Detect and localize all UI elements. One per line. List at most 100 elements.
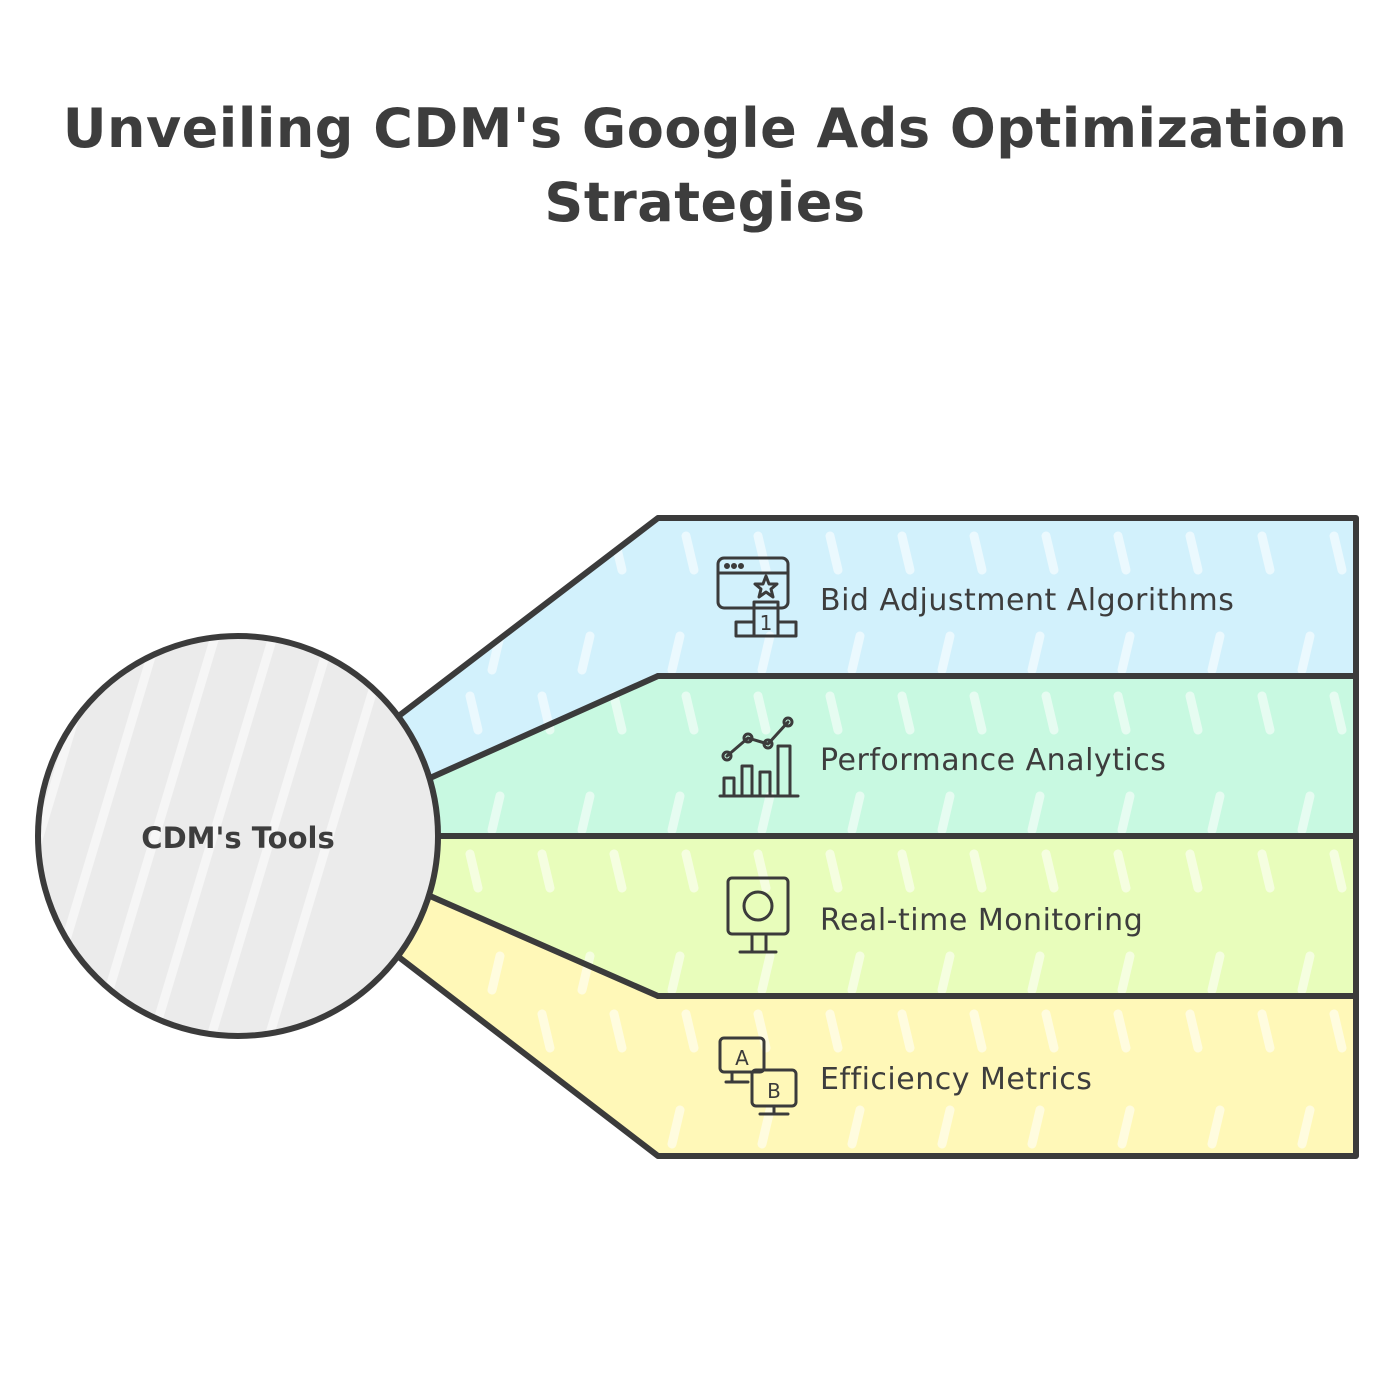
hatch-stroke [1297,951,1315,995]
hatch-stroke [897,691,915,735]
hatch-stroke [1113,1009,1131,1053]
hatch-stroke [1297,631,1315,675]
hatch-stroke [537,849,555,893]
hatch-stroke [465,1009,483,1053]
label-bid-adjustment-algorithms: Bid Adjustment Algorithms [820,583,1234,618]
hatch-stroke [847,791,865,835]
hatch-stroke [1207,951,1225,995]
center-circle-outline [35,633,441,1039]
hatch-stroke [847,631,865,675]
hatch-stroke [681,1009,699,1053]
hatch-stroke [825,531,843,575]
hatch-stroke [1041,531,1059,575]
hatch-stroke [487,951,505,995]
center-label: CDM's Tools [141,821,334,855]
line-bar-chart-icon [718,716,800,798]
hatch-stroke [1113,691,1131,735]
hatch-stroke [825,1009,843,1053]
band-outline-efficiency-metrics [397,955,1359,1159]
hatch-stroke [609,849,627,893]
ab-label-a: A [735,1046,749,1070]
hatch-stroke [1117,951,1135,995]
hatch-stroke [1185,691,1203,735]
hatch-stroke [1257,1009,1275,1053]
center-circle-fill [38,636,438,1036]
hatch-stroke [537,531,555,575]
hatch-stroke [205,636,335,1036]
hatch-stroke [1113,531,1131,575]
hatch-stroke [577,1105,595,1149]
hatch-stroke [937,951,955,995]
hatch-stroke [1027,951,1045,995]
band-outline-bid-adjustment [397,515,1359,781]
hatch-stroke [487,1105,505,1149]
hatch-stroke [1207,631,1225,675]
hatch-stroke [825,691,843,735]
hatch-stroke [897,849,915,893]
hatch-stroke [1041,691,1059,735]
band-fill-bid-adjustment [400,518,1356,778]
hatch-stroke [667,1105,685,1149]
hatch-stroke [757,791,775,835]
label-real-time-monitoring: Real-time Monitoring [820,903,1143,938]
hatch-stroke [1185,849,1203,893]
hatch-stroke [937,631,955,675]
hatch-stroke [609,691,627,735]
hatch-stroke [577,791,595,835]
hatch-stroke [1185,531,1203,575]
band-fills [400,518,1356,1156]
ab-test-icon: A B [718,1036,798,1116]
hatch-stroke [1297,1105,1315,1149]
hatch-stroke [937,791,955,835]
hatch-stroke [1041,849,1059,893]
hatch-stroke [1117,791,1135,835]
ab-label-b: B [767,1079,781,1103]
hatch-stroke [537,1009,555,1053]
hatch-stroke [577,951,595,995]
hatch-stroke [1329,691,1347,735]
hatch-stroke [937,1105,955,1149]
hatch-stroke [1257,691,1275,735]
hatch-stroke [1027,791,1045,835]
hatch-stroke [147,636,277,1036]
hatch-stroke [847,1105,865,1149]
hatch-stroke [609,1009,627,1053]
hatch-stroke [1117,1105,1135,1149]
hatch-stroke [753,531,771,575]
hatch-stroke [487,791,505,835]
hatch-stroke [1041,1009,1059,1053]
center-node: CDM's Tools [35,633,441,1039]
hatch-stroke [465,849,483,893]
band-hatching [465,531,1347,1149]
ranking-podium-icon: 1 [716,556,798,638]
hatch-stroke [1329,849,1347,893]
hatch-stroke [609,531,627,575]
hatch-stroke [577,631,595,675]
hatch-stroke [969,1009,987,1053]
label-efficiency-metrics: Efficiency Metrics [820,1062,1092,1097]
label-performance-analytics: Performance Analytics [820,743,1166,778]
hatch-stroke [1117,631,1135,675]
hatch-stroke [969,531,987,575]
hatch-stroke [969,691,987,735]
hatch-stroke [825,849,843,893]
hatch-stroke [667,791,685,835]
hatch-stroke [1329,531,1347,575]
hatch-stroke [263,636,393,1036]
hatch-stroke [969,849,987,893]
hatch-stroke [1027,1105,1045,1149]
hatch-stroke [1185,1009,1203,1053]
podium-number: 1 [760,611,773,635]
hatch-stroke [753,849,771,893]
diagram-title: Unveiling CDM's Google Ads Optimization … [62,97,1348,234]
band-outlines [397,515,1359,1159]
hatch-stroke [847,951,865,995]
monitor-icon [726,876,790,954]
hatch-stroke [753,691,771,735]
hatch-stroke [465,691,483,735]
hatch-stroke [897,531,915,575]
hatch-stroke [1257,531,1275,575]
hatch-stroke [38,636,45,1036]
hatch-stroke [681,531,699,575]
